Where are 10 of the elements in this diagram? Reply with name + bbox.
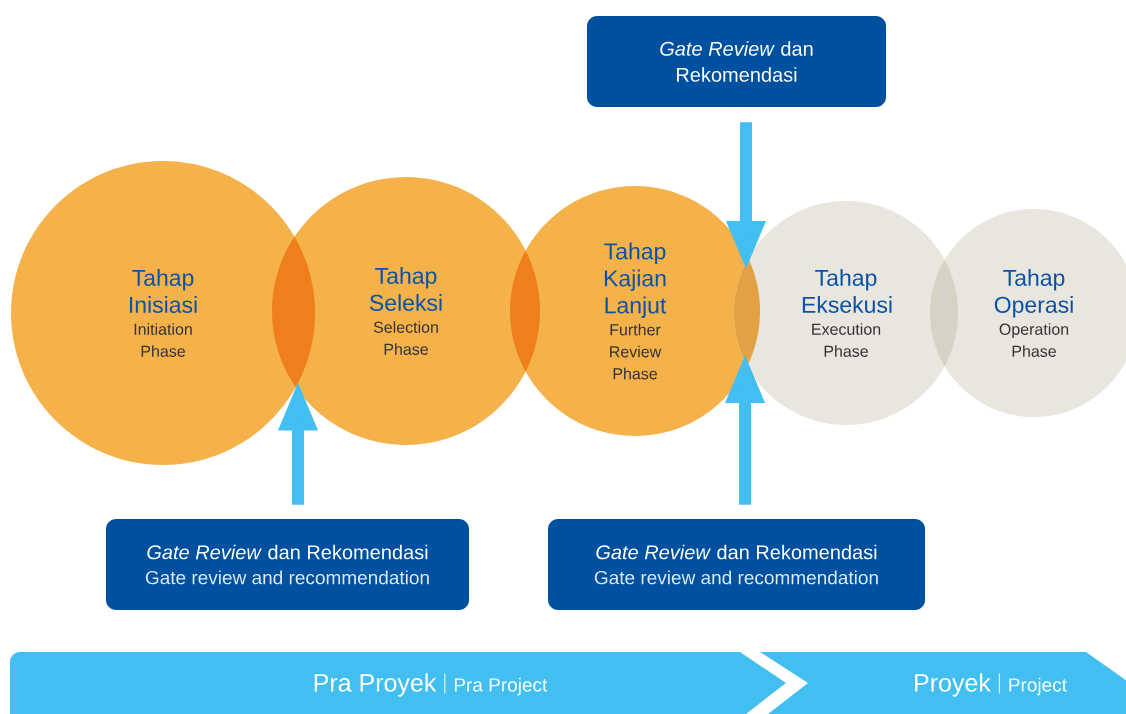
node-label: Project: [1009, 677, 1067, 696]
node-label: Proyek: [915, 673, 991, 697]
gate-review-box: Gate Review dan Rekomendasi: [587, 16, 886, 107]
circle-overlap: [930, 259, 958, 367]
circle-overlap: [272, 235, 315, 389]
circle-overlap: [510, 250, 540, 372]
gate-review-box: Gate Review dan Rekomendasi Gate review and recommendation: [548, 519, 925, 610]
phase-band: Proyek Project: [760, 652, 1126, 714]
gate-review-box: Gate Review dan Rekomendasi Gate review and recommendation: [106, 519, 469, 610]
phase-band: Pra Proyek Pra Project: [10, 652, 786, 714]
